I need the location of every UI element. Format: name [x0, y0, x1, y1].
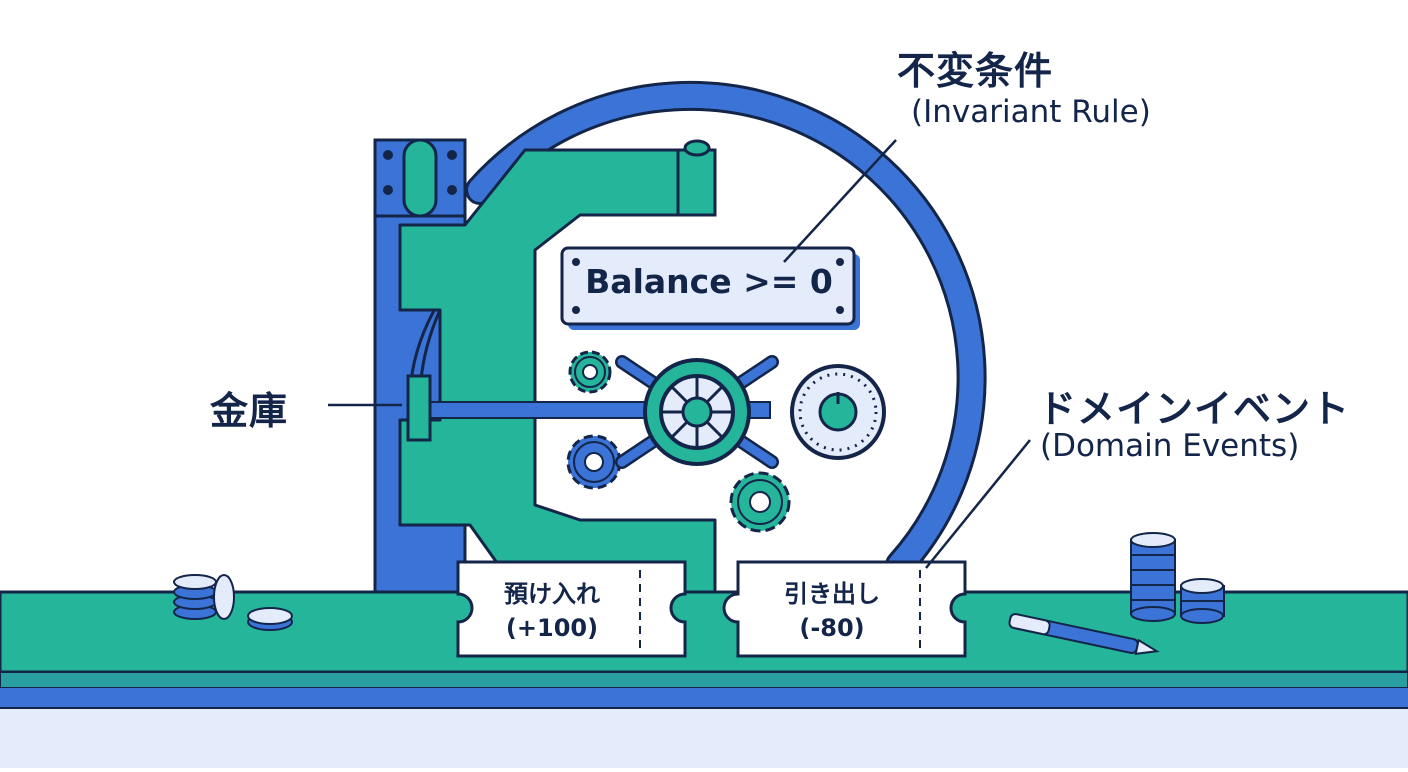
withdraw-ticket-label: 引き出し [784, 580, 880, 608]
vault-label: 金庫 [210, 389, 289, 433]
vault-handle-wheel-icon [615, 355, 779, 469]
hinge-knuckle [402, 138, 438, 218]
invariant-subtitle: (Invariant Rule) [911, 94, 1151, 130]
gear-icon [566, 434, 622, 490]
pen-icon [1008, 613, 1160, 656]
table-edge [0, 671, 1408, 689]
deposit-ticket [456, 560, 687, 658]
balance-plate [560, 246, 856, 326]
leader-line-invariant [783, 139, 897, 263]
deposit-ticket-amount: (+100) [505, 614, 599, 642]
domain-events-subtitle: (Domain Events) [1040, 428, 1300, 464]
domain-events-title: ドメインイベント [1038, 387, 1351, 431]
balance-invariant-text: Balance >= 0 [585, 262, 833, 301]
leader-line-events [925, 439, 1031, 569]
withdraw-ticket [722, 560, 967, 658]
gear-icon [729, 471, 791, 533]
combination-dial-icon [790, 364, 886, 460]
invariant-title: 不変条件 [897, 49, 1054, 93]
coin-stack-icon [1130, 532, 1225, 624]
coin-stack-icon [173, 574, 293, 631]
floor [0, 708, 1408, 768]
table-band [0, 688, 1408, 708]
vault-door-ring-inner [468, 83, 984, 577]
gear-icon [568, 350, 612, 394]
deposit-ticket-label: 預け入れ [504, 580, 600, 608]
withdraw-ticket-amount: (-80) [799, 614, 865, 642]
